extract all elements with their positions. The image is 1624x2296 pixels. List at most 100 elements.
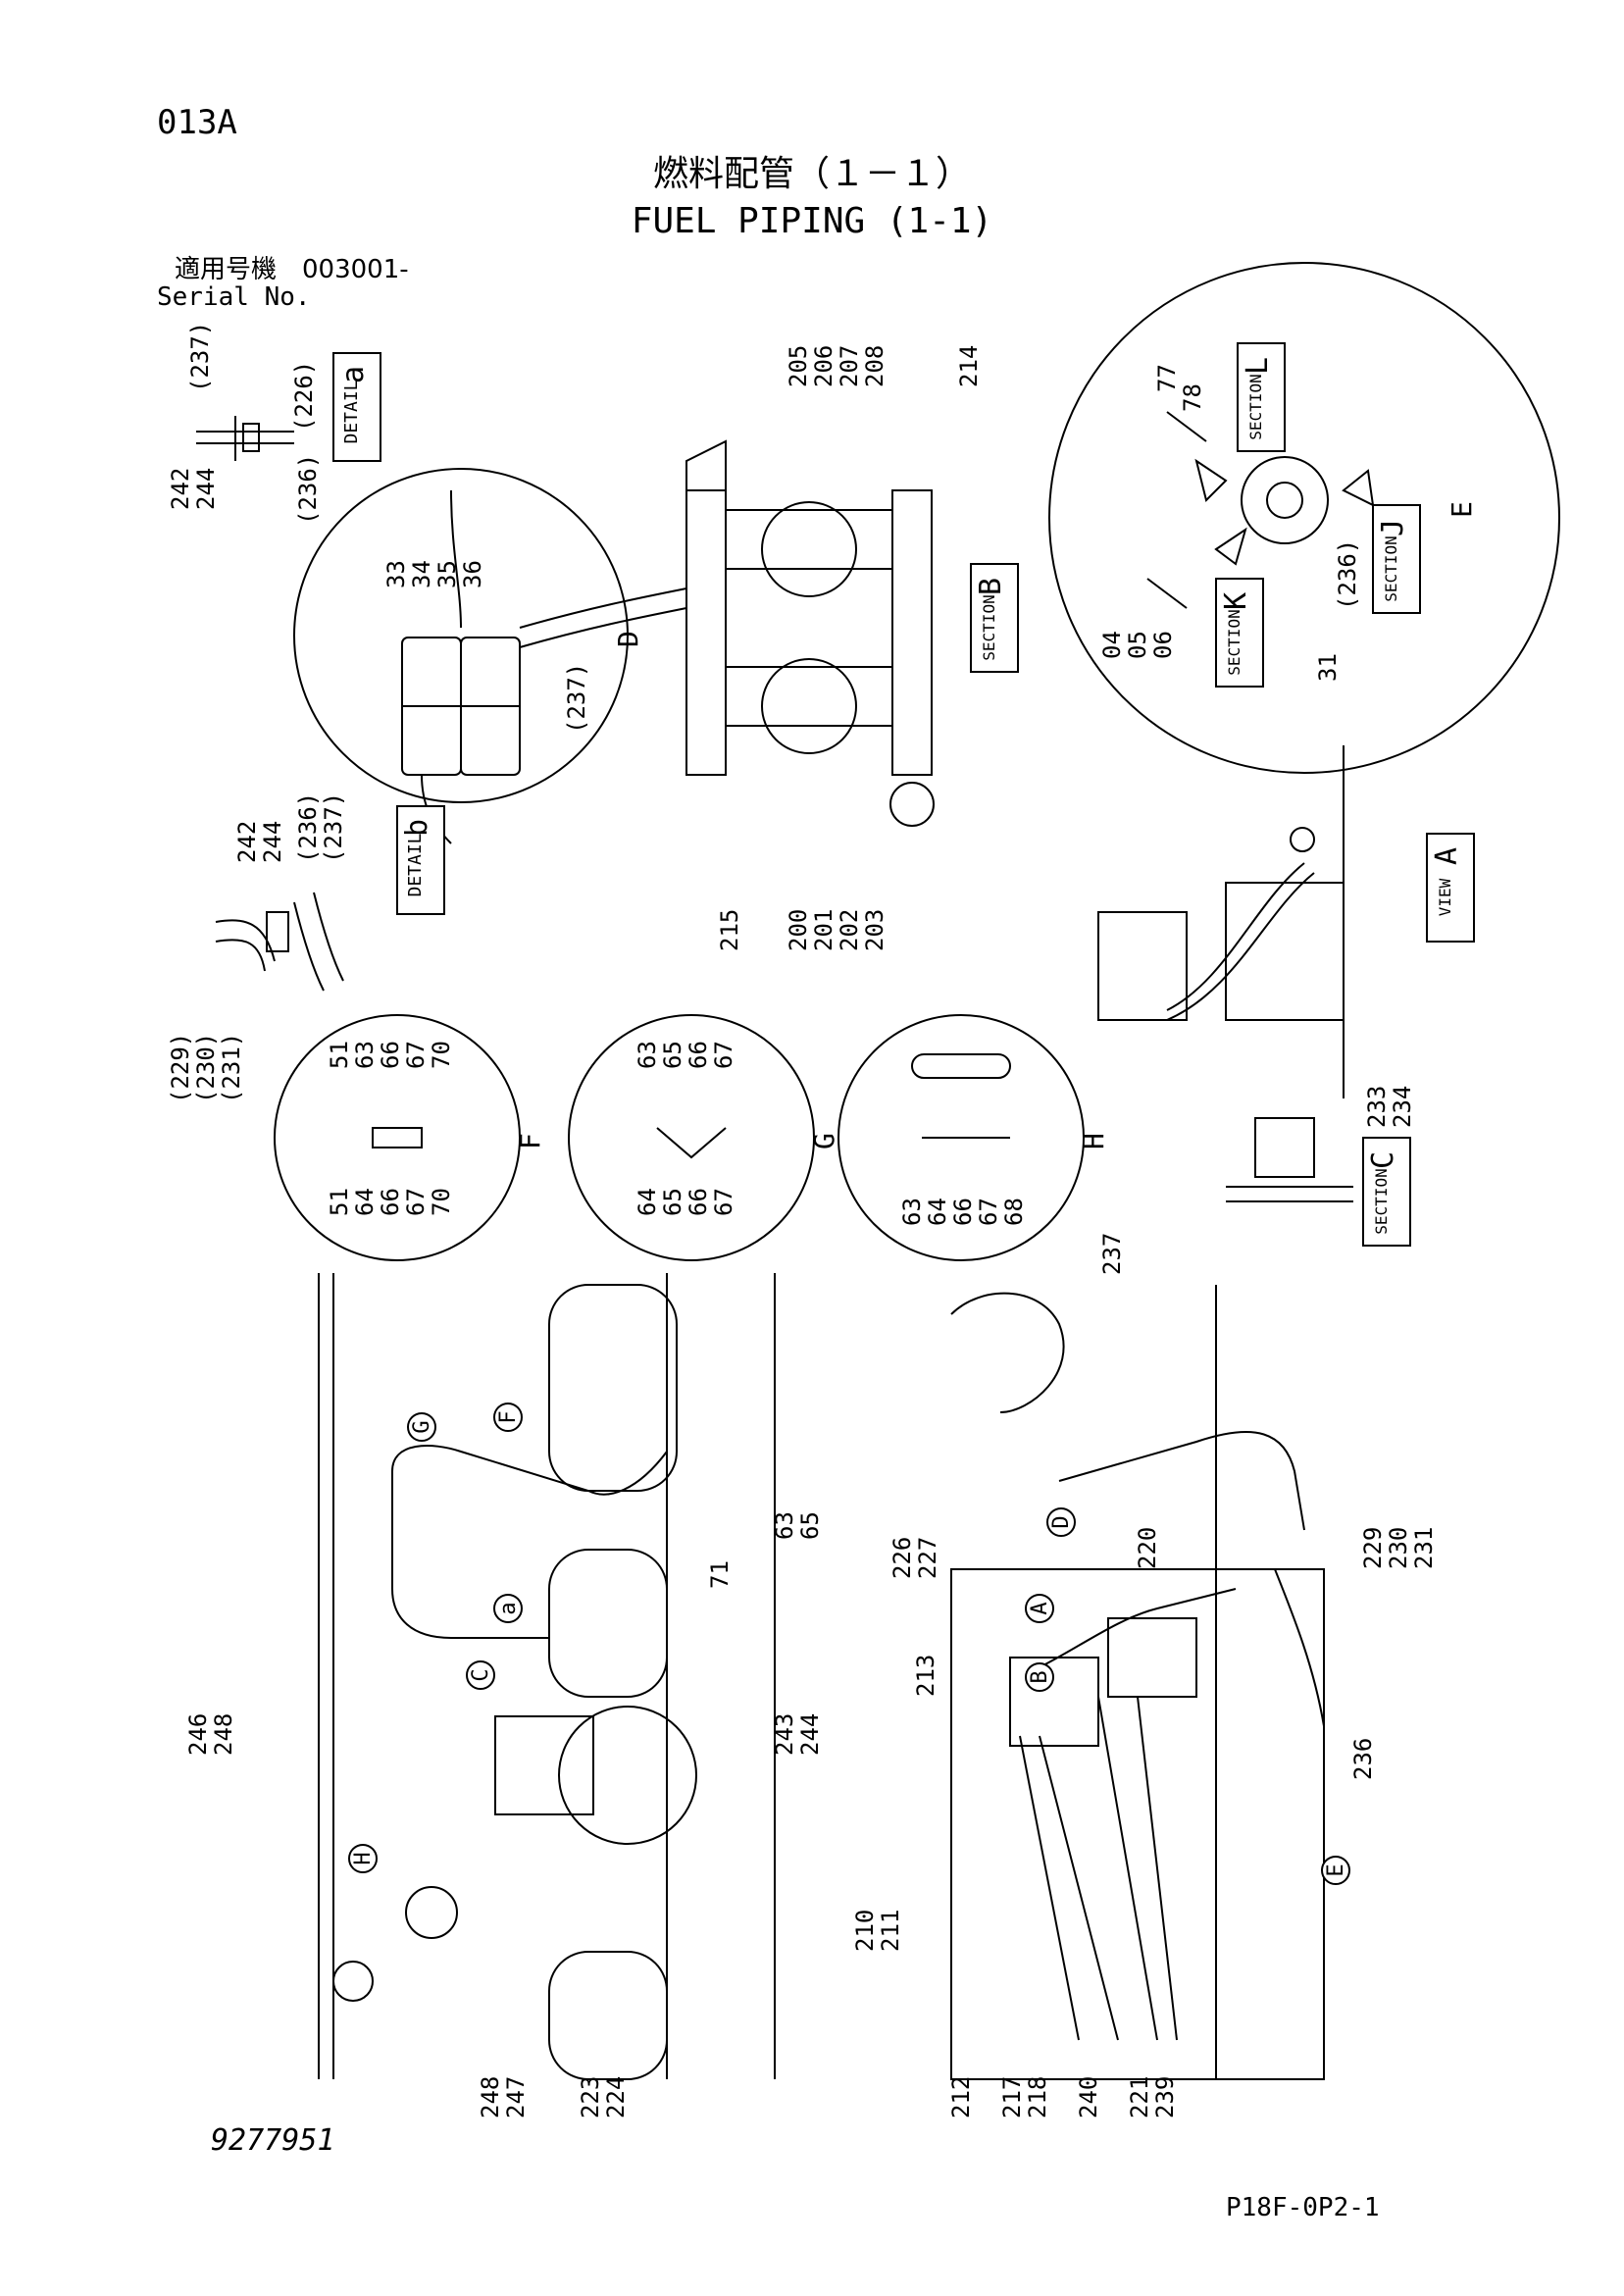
- detail-circle-f: [274, 1014, 521, 1261]
- callout: 65: [659, 1041, 686, 1069]
- circle-label-g: G: [808, 1133, 840, 1149]
- callout: 242: [233, 821, 261, 863]
- callout: 67: [710, 1041, 737, 1069]
- view-tag-detail-b-word: DETAIL: [405, 833, 426, 896]
- view-tag-section-j: SECTION J: [1372, 504, 1421, 614]
- callout: 67: [710, 1188, 737, 1216]
- callout: 63: [898, 1198, 926, 1226]
- view-tag-section-l-letter: L: [1241, 357, 1275, 375]
- callout-group-detail-a: (237) (226) 242 244 (236): [167, 322, 322, 525]
- callout: 237: [1098, 1233, 1126, 1275]
- callout: 246: [184, 1713, 212, 1756]
- callout: 66: [685, 1041, 712, 1069]
- callout: 77: [1153, 364, 1181, 392]
- flags-main-left: G F a C H: [348, 1403, 523, 1873]
- callout: 244: [796, 1713, 824, 1756]
- callout: (237): [186, 322, 214, 392]
- circle-label-h: H: [1078, 1133, 1110, 1149]
- callout-group-main-left: 63 65 71 246 248 243 244 248 247 223 224: [184, 1511, 824, 2118]
- callout: 240: [1075, 2076, 1102, 2118]
- callout: 229: [1359, 1527, 1387, 1569]
- flag-label: A: [1028, 1602, 1052, 1614]
- callout-group-circle-h: 63 64 66 67 68: [898, 1198, 1028, 1226]
- callout: 65: [796, 1511, 824, 1540]
- callout-group-detail-b: 242 244 (236) (237) (229) (230) (231): [167, 792, 347, 1103]
- flag-label: D: [1049, 1515, 1074, 1528]
- flag-label: G: [410, 1420, 434, 1433]
- view-tag-section-c: SECTION C: [1362, 1137, 1411, 1247]
- callout: 68: [1000, 1198, 1028, 1226]
- callout: (231): [218, 1033, 245, 1103]
- circle-label-e: E: [1446, 501, 1478, 518]
- callout-group-section-b: 205 206 207 208 214 215 200 201 202 203: [716, 345, 983, 951]
- callout: 06: [1149, 631, 1177, 659]
- callout: 236: [1349, 1738, 1377, 1780]
- callout: 65: [659, 1188, 686, 1216]
- view-a-sketch: [1097, 745, 1345, 1098]
- main-view-right: [950, 1285, 1325, 2080]
- callout-group-section-c: 233 234: [1363, 1086, 1416, 1128]
- circle-label-f: F: [514, 1133, 546, 1149]
- callout: 67: [402, 1188, 430, 1216]
- callout: 202: [836, 909, 863, 951]
- callout: 31: [1314, 653, 1342, 682]
- flag-label: B: [1028, 1670, 1052, 1683]
- callout-group-circle-f: 51 63 66 67 70 51 64 66 67 70: [326, 1041, 455, 1216]
- drawing-code: P18F-0P2-1: [1226, 2193, 1380, 2222]
- serial-label-japanese: 適用号機 003001-: [175, 255, 409, 284]
- callout: 210: [851, 1910, 879, 1952]
- view-tag-section-k: SECTION K: [1215, 578, 1264, 688]
- callout: 206: [810, 345, 837, 387]
- callout: 64: [634, 1188, 661, 1216]
- callout: 218: [1024, 2076, 1051, 2118]
- callout: 233: [1363, 1086, 1391, 1128]
- callout: 04: [1098, 631, 1126, 659]
- view-tag-section-j-letter: J: [1376, 519, 1410, 536]
- callout: 230: [1385, 1527, 1412, 1569]
- callout: 224: [602, 2076, 630, 2118]
- view-tag-detail-b: DETAIL b: [396, 805, 445, 915]
- view-tag-view-a-letter: A: [1430, 847, 1464, 865]
- callout: 36: [459, 560, 486, 588]
- view-tag-section-c-letter: C: [1366, 1151, 1400, 1169]
- callout: 66: [377, 1041, 404, 1069]
- callout: 205: [785, 345, 812, 387]
- callout: 244: [259, 821, 286, 863]
- section-c-sketch: [1226, 1117, 1353, 1202]
- callout: 63: [771, 1511, 798, 1540]
- view-tag-section-c-word: SECTION: [1372, 1168, 1391, 1234]
- detail-fgh-sketch: [372, 1053, 1011, 1159]
- view-tag-detail-a-word: DETAIL: [341, 380, 362, 443]
- callout: 211: [877, 1910, 904, 1952]
- callout: 208: [861, 345, 888, 387]
- callout: 243: [771, 1713, 798, 1756]
- flag-label: a: [496, 1602, 521, 1614]
- callout: 64: [351, 1188, 379, 1216]
- callout: 201: [810, 909, 837, 951]
- callout: 66: [949, 1198, 977, 1226]
- callout: (236): [294, 454, 322, 525]
- callout: 227: [914, 1537, 941, 1579]
- callout: 217: [998, 2076, 1026, 2118]
- callout: 203: [861, 909, 888, 951]
- flag-label: E: [1324, 1863, 1348, 1876]
- title-english: FUEL PIPING (1-1): [631, 201, 993, 241]
- callout: 200: [785, 909, 812, 951]
- callout: 70: [428, 1041, 455, 1069]
- callout: 215: [716, 909, 743, 951]
- callout: 213: [912, 1655, 939, 1697]
- callout: (230): [192, 1033, 220, 1103]
- callout: 242: [167, 468, 194, 510]
- view-tag-detail-a-letter: a: [336, 366, 371, 383]
- view-tag-view-a-word: VIEW: [1436, 878, 1454, 916]
- callout: 66: [685, 1188, 712, 1216]
- callout: 34: [408, 560, 435, 588]
- callout: 05: [1124, 631, 1151, 659]
- page-code: 013A: [157, 103, 237, 142]
- callout: (229): [167, 1033, 194, 1103]
- detail-d-filters: [401, 489, 687, 844]
- view-tag-detail-b-letter: b: [400, 819, 434, 837]
- callout: 221: [1126, 2076, 1153, 2118]
- view-tag-section-l: SECTION L: [1237, 342, 1286, 452]
